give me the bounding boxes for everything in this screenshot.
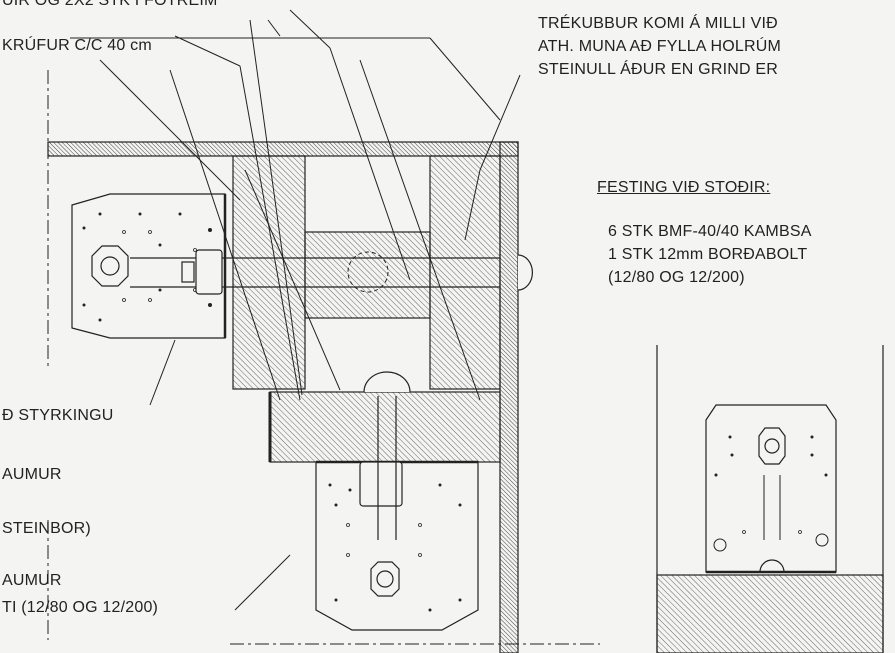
label-left-5: STEINBOR): [2, 520, 91, 537]
label-left-7: TI (12/80 OG 12/200): [2, 599, 159, 616]
left-angle-bracket: [71, 193, 227, 339]
timber-post-left: [232, 155, 306, 390]
label-left-2: KRÚFUR C/C 40 cm: [2, 37, 152, 54]
label-left-3: Ð STYRKINGU: [2, 407, 114, 424]
spec-line-1: 6 STK BMF-40/40 KAMBSA: [608, 223, 812, 240]
label-left-1: UIR OG 2X2 STK I FOTREIM: [2, 0, 218, 9]
middle-timber-block: [304, 231, 431, 319]
leader-lines: [70, 9, 521, 611]
horizontal-bolt: [130, 249, 534, 295]
note-line-2: ATH. MUNA AÐ FYLLA HOLRÚM: [538, 38, 781, 55]
note-line-3: STEINULL ÁÐUR EN GRIND ER: [538, 61, 778, 78]
spec-line-2: 1 STK 12mm BORÐABOLT: [608, 246, 808, 263]
label-left-6: AUMUR: [2, 572, 62, 589]
right-column: [499, 141, 519, 653]
timber-post-right: [429, 155, 501, 390]
lower-angle-bracket: [315, 371, 479, 631]
fastening-heading: FESTING VIÐ STOÐIR:: [597, 179, 771, 196]
label-left-4: AUMUR: [2, 466, 62, 483]
note-line-1: TRÉKUBBUR KOMI Á MILLI VIÐ: [538, 15, 778, 32]
spec-line-3: (12/80 OG 12/200): [608, 269, 745, 286]
top-beam: [47, 141, 519, 157]
lower-timber-beam: [269, 391, 501, 463]
right-post-detail: [656, 345, 884, 653]
